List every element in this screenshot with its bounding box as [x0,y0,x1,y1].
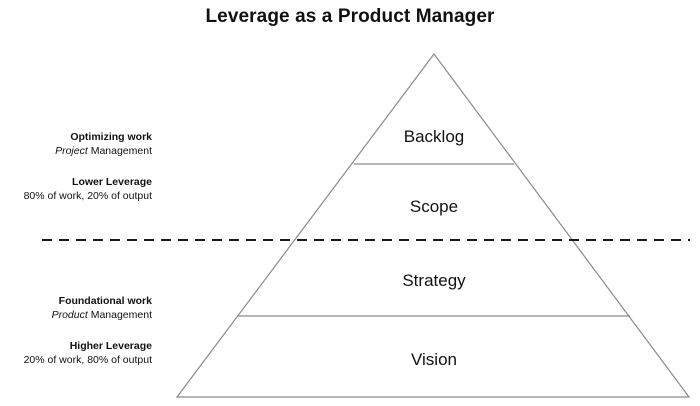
lower-work-subheading: Product Management [0,308,152,322]
layer-label-scope: Scope [410,197,458,216]
diagram-title: Leverage as a Product Manager [205,6,495,27]
upper-work-subheading-em: Project [55,145,88,157]
lower-leverage-heading: Higher Leverage [69,340,152,352]
upper-leverage-heading: Lower Leverage [72,176,152,188]
lower-leverage-ratio: 20% of work, 80% of output [23,354,152,366]
layer-label-backlog: Backlog [404,127,464,146]
lower-annotation-leverage: Higher Leverage 20% of work, 80% of outp… [0,339,152,367]
upper-work-heading: Optimizing work [70,131,152,143]
pyramid-outline [175,52,691,398]
upper-annotation-leverage: Lower Leverage 80% of work, 20% of outpu… [0,175,152,203]
lower-work-subheading-rest: Management [87,309,152,321]
lower-work-heading: Foundational work [58,295,152,307]
layer-label-strategy: Strategy [402,271,466,290]
lower-work-subheading-em: Product [51,309,88,321]
lower-annotation-work: Foundational work Product Management [0,294,152,322]
upper-work-subheading-rest: Management [87,145,152,157]
upper-annotation-work: Optimizing work Project Management [0,130,152,158]
upper-leverage-ratio: 80% of work, 20% of output [23,190,152,202]
upper-work-subheading: Project Management [0,144,152,158]
layer-label-vision: Vision [411,350,457,369]
